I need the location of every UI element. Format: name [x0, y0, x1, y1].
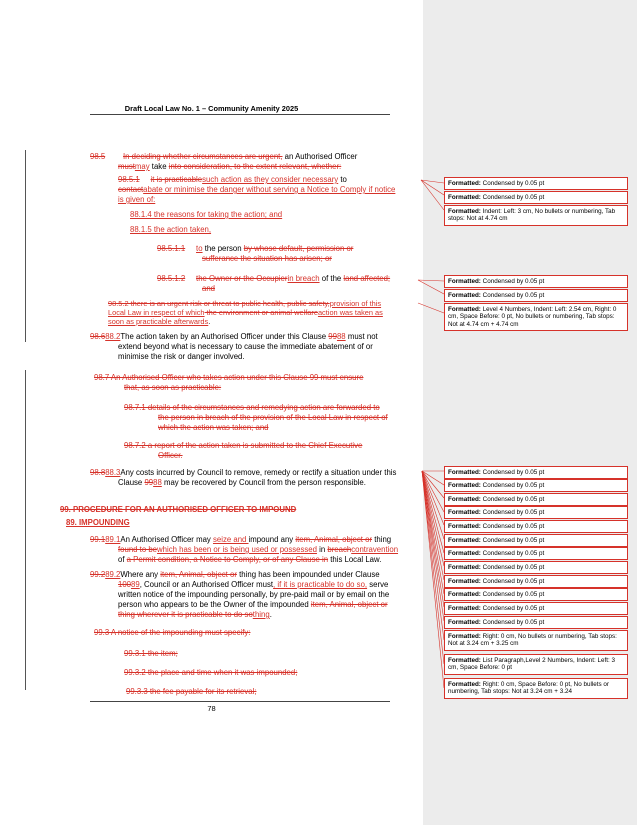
para-89-1: 99.189.1An Authorised Officer may seize …	[90, 535, 392, 544]
para-99-3: 99.3 A notice of the impounding must spe…	[94, 628, 251, 637]
para-98-7: 98.7 An Authorised Officer who takes act…	[94, 373, 364, 382]
format-comment[interactable]: Formatted: Condensed by 0.05 pt	[444, 602, 628, 615]
format-comment[interactable]: Formatted: Condensed by 0.05 pt	[444, 616, 628, 629]
change-bar	[25, 150, 26, 342]
para-98-5-1-1: 98.5.1.1 to the person by whose default,…	[157, 244, 354, 253]
para-88-1-5: 88.1.5 the action taken,	[130, 225, 212, 234]
para-98-7-2: 98.7.2 a report of the action taken is s…	[124, 441, 363, 450]
para-88-2-line3: minimise the risk or danger involved.	[118, 352, 245, 361]
format-comment[interactable]: Formatted: Condensed by 0.05 pt	[444, 588, 628, 601]
para-98-5-number: 98.5	[90, 152, 106, 161]
para-98-5-1: 98.5.1 it is practicablesuch action as t…	[118, 175, 347, 184]
format-comment[interactable]: Formatted: Right: 0 cm, No bullets or nu…	[444, 630, 628, 651]
format-comment[interactable]: Formatted: Condensed by 0.05 pt	[444, 479, 628, 492]
format-comment[interactable]: Formatted: Right: 0 cm, Space Before: 0 …	[444, 678, 628, 699]
para-89-2: 99.289.2Where any item, Animal, object o…	[90, 570, 380, 579]
change-bar	[25, 370, 26, 690]
format-comment[interactable]: Formatted: Condensed by 0.05 pt	[444, 289, 628, 302]
para-98-7-2-line2: Officer.	[158, 451, 183, 460]
para-89-2-line4: person who appears to be the Owner of th…	[118, 600, 388, 609]
format-comment[interactable]: Formatted: Condensed by 0.05 pt	[444, 493, 628, 506]
para-88-2-line2: extend beyond what is necessary to cause…	[118, 342, 373, 351]
format-comment[interactable]: Formatted: Condensed by 0.05 pt	[444, 191, 628, 204]
format-comment[interactable]: Formatted: Condensed by 0.05 pt	[444, 466, 628, 479]
para-98-5-2-line2: Local Law in respect of which the enviro…	[108, 308, 383, 317]
format-comment[interactable]: Formatted: List Paragraph,Level 2 Number…	[444, 654, 628, 675]
para-89-2-line3: written notice of the impounding persona…	[118, 590, 390, 599]
para-89-1-line3: of a Permit condition, a Notice to Compl…	[118, 555, 382, 564]
document-page	[0, 0, 423, 825]
para-98-7-1-line2: the person in breach of the provision of…	[158, 413, 388, 422]
para-89-2-line2: 10089, Council or an Authorised Officer …	[118, 580, 389, 589]
para-98-7-1: 98.7.1 details of the circumstances and …	[124, 403, 380, 412]
para-99-3-1: 99.3.1 the item;	[124, 649, 178, 658]
para-98-7-1-line3: which the action was taken; and	[158, 423, 269, 432]
heading-89: 89. IMPOUNDING	[66, 518, 130, 527]
header-rule	[90, 114, 390, 115]
para-88-1-4: 88.1.4 the reasons for taking the action…	[130, 210, 283, 219]
para-88-3: 98.888.3Any costs incurred by Council to…	[90, 468, 397, 477]
footer-rule	[90, 701, 390, 702]
para-98-5-1-2: 98.5.1.2 the Owner or the Occupierin bre…	[157, 274, 391, 283]
para-98-7-line2: that, as soon as practicable:	[124, 383, 222, 392]
para-98-5-1-1-line2: sufferance the situation has arisen; or	[202, 254, 332, 263]
format-comment[interactable]: Formatted: Condensed by 0.05 pt	[444, 275, 628, 288]
para-98-5-1-2-line2: and	[202, 284, 216, 293]
para-99-3-3: 99.3.3 the fee payable for its retrieval…	[126, 687, 257, 696]
page-number: 78	[207, 704, 216, 713]
para-98-5-1-line2: contactabate or minimise the danger with…	[118, 185, 396, 194]
format-comment[interactable]: Formatted: Condensed by 0.05 pt	[444, 506, 628, 519]
para-98-5-line2: mustmay take into consideration, to the …	[118, 162, 342, 171]
format-comment[interactable]: Formatted: Condensed by 0.05 pt	[444, 547, 628, 560]
format-comment[interactable]: Formatted: Condensed by 0.05 pt	[444, 520, 628, 533]
para-98-5-2: 98.5.2 there is an urgent risk or threat…	[108, 299, 382, 308]
para-98-5-2-line3: soon as practicable afterwards.	[108, 317, 211, 326]
format-comment[interactable]: Formatted: Condensed by 0.05 pt	[444, 561, 628, 574]
para-99-3-2: 99.3.2 the place and time when it was im…	[124, 668, 298, 677]
para-98-5-1-line3: is given of:	[118, 195, 156, 204]
page-header: Draft Local Law No. 1 – Community Amenit…	[124, 104, 299, 113]
para-88-2: 98.688.2The action taken by an Authorise…	[90, 332, 378, 341]
para-89-2-line5: thing wherever it is practicable to do s…	[118, 610, 272, 619]
para-98-5: In deciding whether circumstances are ur…	[123, 152, 358, 161]
format-comment[interactable]: Formatted: Condensed by 0.05 pt	[444, 575, 628, 588]
para-89-1-line2: found to bewhich has been or is being us…	[118, 545, 399, 554]
format-comment[interactable]: Formatted: Level 4 Numbers, Indent: Left…	[444, 303, 628, 332]
heading-99: 99. PROCEDURE FOR AN AUTHORISED OFFICER …	[60, 505, 297, 514]
format-comment[interactable]: Formatted: Condensed by 0.05 pt	[444, 534, 628, 547]
format-comment[interactable]: Formatted: Condensed by 0.05 pt	[444, 177, 628, 190]
para-88-3-line2: Clause 9988 may be recovered by Council …	[118, 478, 366, 487]
format-comment[interactable]: Formatted: Indent: Left: 3 cm, No bullet…	[444, 205, 628, 226]
